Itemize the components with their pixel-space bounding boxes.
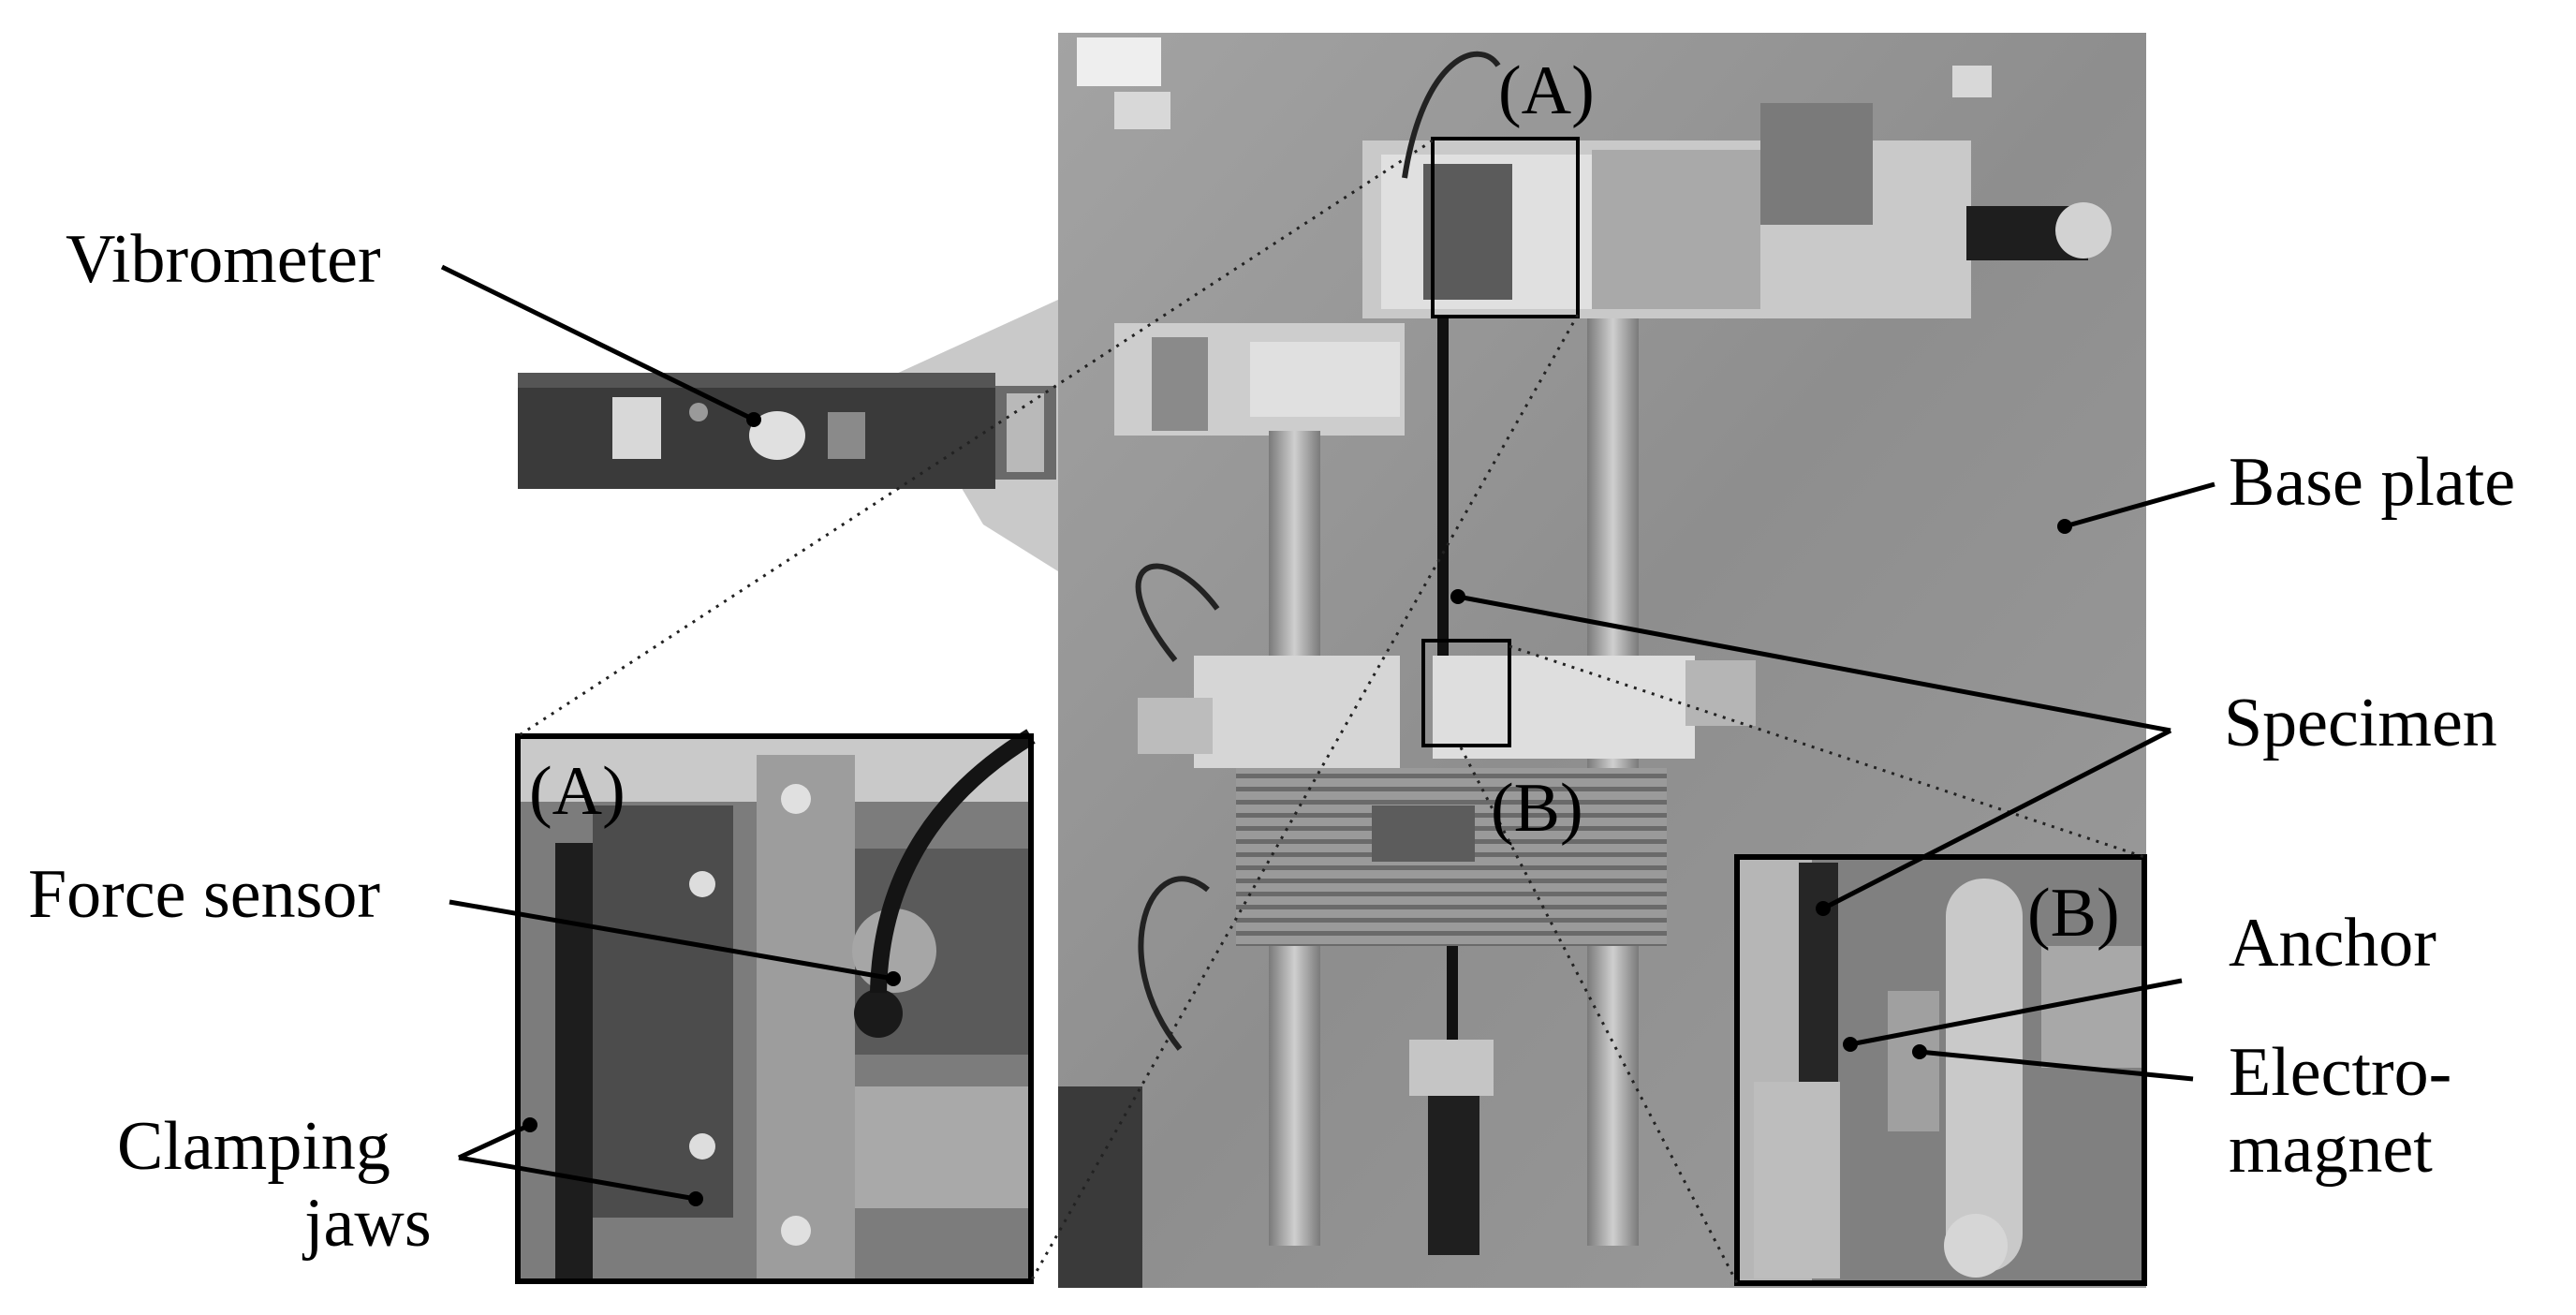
tag-b-inset: (B) bbox=[2027, 875, 2120, 952]
region-b-box bbox=[1421, 639, 1511, 747]
label-base-plate: Base plate bbox=[2229, 444, 2516, 521]
vibrometer-photo bbox=[518, 300, 1058, 571]
label-electromagnet-1: Electro- bbox=[2229, 1034, 2452, 1111]
label-force-sensor: Force sensor bbox=[28, 856, 381, 933]
inset-b-frame bbox=[1734, 854, 2147, 1286]
zoom-lines bbox=[517, 139, 2145, 1284]
inset-a-photo bbox=[518, 729, 1036, 1281]
label-clamping-jaws-1: Clamping bbox=[117, 1108, 390, 1185]
tag-a-main: (A) bbox=[1498, 52, 1595, 129]
label-electromagnet-2: magnet bbox=[2229, 1111, 2433, 1188]
tag-b-main: (B) bbox=[1491, 770, 1583, 847]
leader-lines bbox=[440, 264, 2215, 1202]
label-anchor: Anchor bbox=[2229, 905, 2436, 982]
inset-b-photo bbox=[1737, 857, 2144, 1283]
region-a-box bbox=[1431, 137, 1580, 318]
label-clamping-jaws-2: jaws bbox=[304, 1185, 432, 1262]
leader-dots bbox=[523, 412, 2072, 1206]
label-vibrometer: Vibrometer bbox=[66, 221, 381, 298]
inset-a-frame bbox=[515, 733, 1034, 1284]
label-specimen: Specimen bbox=[2224, 685, 2497, 761]
tag-a-inset: (A) bbox=[529, 753, 626, 830]
